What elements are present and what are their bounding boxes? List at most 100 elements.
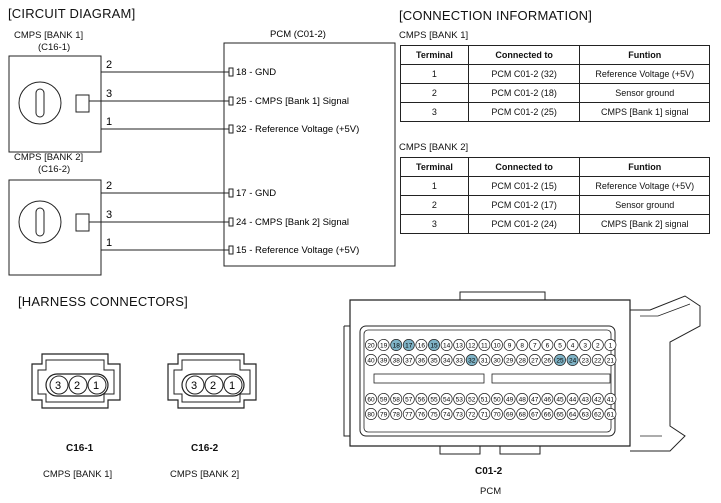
table-header-row: Terminal Connected to Funtion xyxy=(400,45,710,65)
c16-1-code: C16-1 xyxy=(66,443,94,454)
pcm-pin-number: 64 xyxy=(569,411,577,418)
pcm-pin-number: 51 xyxy=(481,396,489,403)
header-function: Funtion xyxy=(579,157,710,177)
pcm-pin-19 xyxy=(377,339,390,351)
pcm-pin-55 xyxy=(428,393,440,405)
harness-connectors-title: [HARNESS CONNECTORS] xyxy=(18,294,188,309)
pcm-pin-number: 56 xyxy=(418,396,426,403)
pcm-pin-number: 42 xyxy=(594,396,602,403)
pcm-pin-number: 3 xyxy=(583,342,587,349)
pcm-pin-16 xyxy=(415,339,428,351)
pcm-pin-44 xyxy=(566,393,579,405)
pcm-pin-number: 34 xyxy=(443,357,451,364)
pcm-pin-number: 52 xyxy=(468,396,476,403)
pcm-pin-number: 72 xyxy=(468,411,476,418)
pcm-pin-48 xyxy=(516,393,529,405)
pcm-pin-number: 62 xyxy=(594,411,602,418)
pcm-pin-number: 23 xyxy=(582,357,590,364)
pcm-pin-69 xyxy=(503,408,516,420)
cell-terminal: 2 xyxy=(400,195,469,215)
pcm-pin-number: 15 xyxy=(430,342,438,349)
pcm-pin-number: 77 xyxy=(405,411,413,418)
pcm-pin-50 xyxy=(491,393,503,405)
cell-connected-to: PCM C01-2 (25) xyxy=(467,102,581,122)
pcm-pin-4 xyxy=(566,339,579,351)
pcm-pin-56 xyxy=(415,393,428,405)
pcm-pin-7 xyxy=(528,339,541,351)
bank2-connection-table: Terminal Connected to Funtion 1 PCM C01-… xyxy=(400,157,710,234)
pcm-terminal-17: 17 - GND xyxy=(236,188,276,199)
pcm-pin-65 xyxy=(554,408,566,420)
header-terminal: Terminal xyxy=(400,45,469,65)
circuit-wiring-diagram: 2 3 1 2 3 1 PCM (C01-2) 18 - GND 25 - CM… xyxy=(8,29,396,276)
pcm-pin-10 xyxy=(491,339,503,351)
pcm-pin-70 xyxy=(491,408,503,420)
header-function: Funtion xyxy=(579,45,710,65)
pcm-pin-number: 19 xyxy=(380,342,388,349)
c16-2-name: CMPS [BANK 2] xyxy=(170,469,240,480)
pcm-pin-67 xyxy=(528,408,541,420)
pcm-pin-46 xyxy=(541,393,554,405)
pcm-pin-number: 26 xyxy=(544,357,552,364)
c16-2-pin-2: 2 xyxy=(210,380,216,392)
pcm-pin-number: 7 xyxy=(533,342,537,349)
pcm-pin-40 xyxy=(365,354,377,366)
pcm-pin-number: 21 xyxy=(607,357,615,364)
pcm-pin-number: 37 xyxy=(405,357,413,364)
pcm-pin-71 xyxy=(478,408,491,420)
pcm-pin-number: 63 xyxy=(582,411,590,418)
pcm-pin-number: 28 xyxy=(519,357,527,364)
bank1-connection-table: Terminal Connected to Funtion 1 PCM C01-… xyxy=(400,45,710,122)
bank1-pin-label-3: 3 xyxy=(106,88,112,100)
header-terminal: Terminal xyxy=(400,157,469,177)
cell-function: Sensor ground xyxy=(579,83,710,103)
pcm-pin-3 xyxy=(579,339,592,351)
pcm-connector-name: PCM xyxy=(480,486,502,497)
pcm-pin-number: 41 xyxy=(607,396,615,403)
pcm-pin-number: 40 xyxy=(367,357,375,364)
pcm-pin-number: 80 xyxy=(367,411,375,418)
pcm-pin-74 xyxy=(440,408,453,420)
pcm-pin-61 xyxy=(604,408,617,420)
pcm-pin-number: 54 xyxy=(443,396,451,403)
table-row: 2 PCM C01-2 (17) Sensor ground xyxy=(400,195,710,215)
pcm-pin-number: 20 xyxy=(367,342,375,349)
bank1-pin-label-1: 1 xyxy=(106,116,112,128)
c16-1-connector: 3 2 1 xyxy=(31,353,121,409)
pcm-pin-34 xyxy=(440,354,453,366)
pcm-pin-57 xyxy=(402,393,415,405)
pcm-pin-number: 12 xyxy=(468,342,476,349)
bank2-sensor-name: CMPS [BANK 2] xyxy=(14,152,84,163)
table-row: 1 PCM C01-2 (15) Reference Voltage (+5V) xyxy=(400,176,710,196)
pcm-pin-52 xyxy=(465,393,478,405)
pcm-pin-number: 29 xyxy=(506,357,514,364)
pcm-pin-62 xyxy=(591,408,604,420)
pcm-pin-38 xyxy=(390,354,403,366)
pcm-pin-24 xyxy=(566,354,579,366)
pcm-pin-number: 8 xyxy=(520,342,524,349)
circuit-diagram-title: [CIRCUIT DIAGRAM] xyxy=(8,6,136,21)
pcm-pin-39 xyxy=(377,354,390,366)
pcm-pin-number: 44 xyxy=(569,396,577,403)
pcm-pin-72 xyxy=(465,408,478,420)
pcm-pin-number: 59 xyxy=(380,396,388,403)
pcm-pin-number: 70 xyxy=(493,411,501,418)
c16-1-pin-1: 1 xyxy=(93,380,99,392)
pcm-pin-60 xyxy=(365,393,377,405)
pcm-pin-76 xyxy=(415,408,428,420)
pcm-pin-80 xyxy=(365,408,377,420)
c16-2-code: C16-2 xyxy=(191,443,219,454)
pcm-pin-36 xyxy=(415,354,428,366)
pcm-pin-number: 30 xyxy=(493,357,501,364)
pcm-pin-53 xyxy=(453,393,466,405)
pcm-pin-64 xyxy=(566,408,579,420)
pcm-pin-49 xyxy=(503,393,516,405)
pcm-pin-number: 14 xyxy=(443,342,451,349)
pcm-pin-number: 38 xyxy=(393,357,401,364)
pcm-pin-number: 66 xyxy=(544,411,552,418)
cell-terminal: 3 xyxy=(400,214,469,234)
pcm-pin-33 xyxy=(453,354,466,366)
pcm-pin-number: 69 xyxy=(506,411,514,418)
pcm-pin-29 xyxy=(503,354,516,366)
